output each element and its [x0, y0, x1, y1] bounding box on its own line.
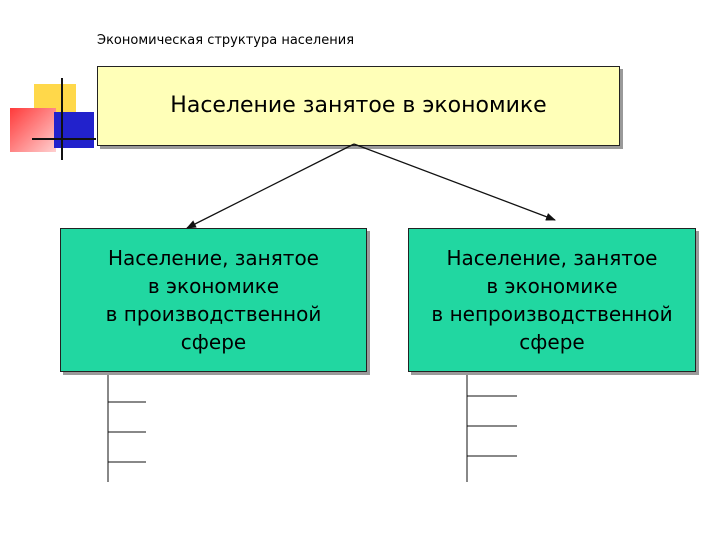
deco-blue-square: [54, 112, 94, 148]
child-node-line: в экономике: [486, 274, 618, 298]
child-node-line: Население, занятое: [108, 246, 319, 270]
child-node-line: в производственной: [105, 302, 322, 326]
child-node-line: в непроизводственной: [431, 302, 673, 326]
arrow-to-left-node: [186, 143, 355, 229]
diagram-caption: Экономическая структура населения: [97, 33, 355, 48]
arrow-to-right-node: [353, 143, 556, 221]
decorative-squares: [6, 78, 96, 160]
deco-vertical-line: [61, 78, 63, 160]
root-node: Население занятое в экономике: [97, 66, 620, 146]
root-node-label: Население занятое в экономике: [170, 93, 547, 118]
child-node-line: сфере: [180, 330, 247, 354]
child-node-line: сфере: [519, 330, 585, 354]
deco-red-square: [10, 108, 56, 152]
deco-horizontal-line: [32, 138, 96, 140]
child-node-line: Население, занятое: [446, 246, 658, 270]
child-node-line: в экономике: [147, 274, 280, 298]
child-node-productive: Население, занятое в экономике в произво…: [60, 228, 367, 372]
child-node-nonproductive: Население, занятое в экономике в непроиз…: [408, 228, 696, 372]
